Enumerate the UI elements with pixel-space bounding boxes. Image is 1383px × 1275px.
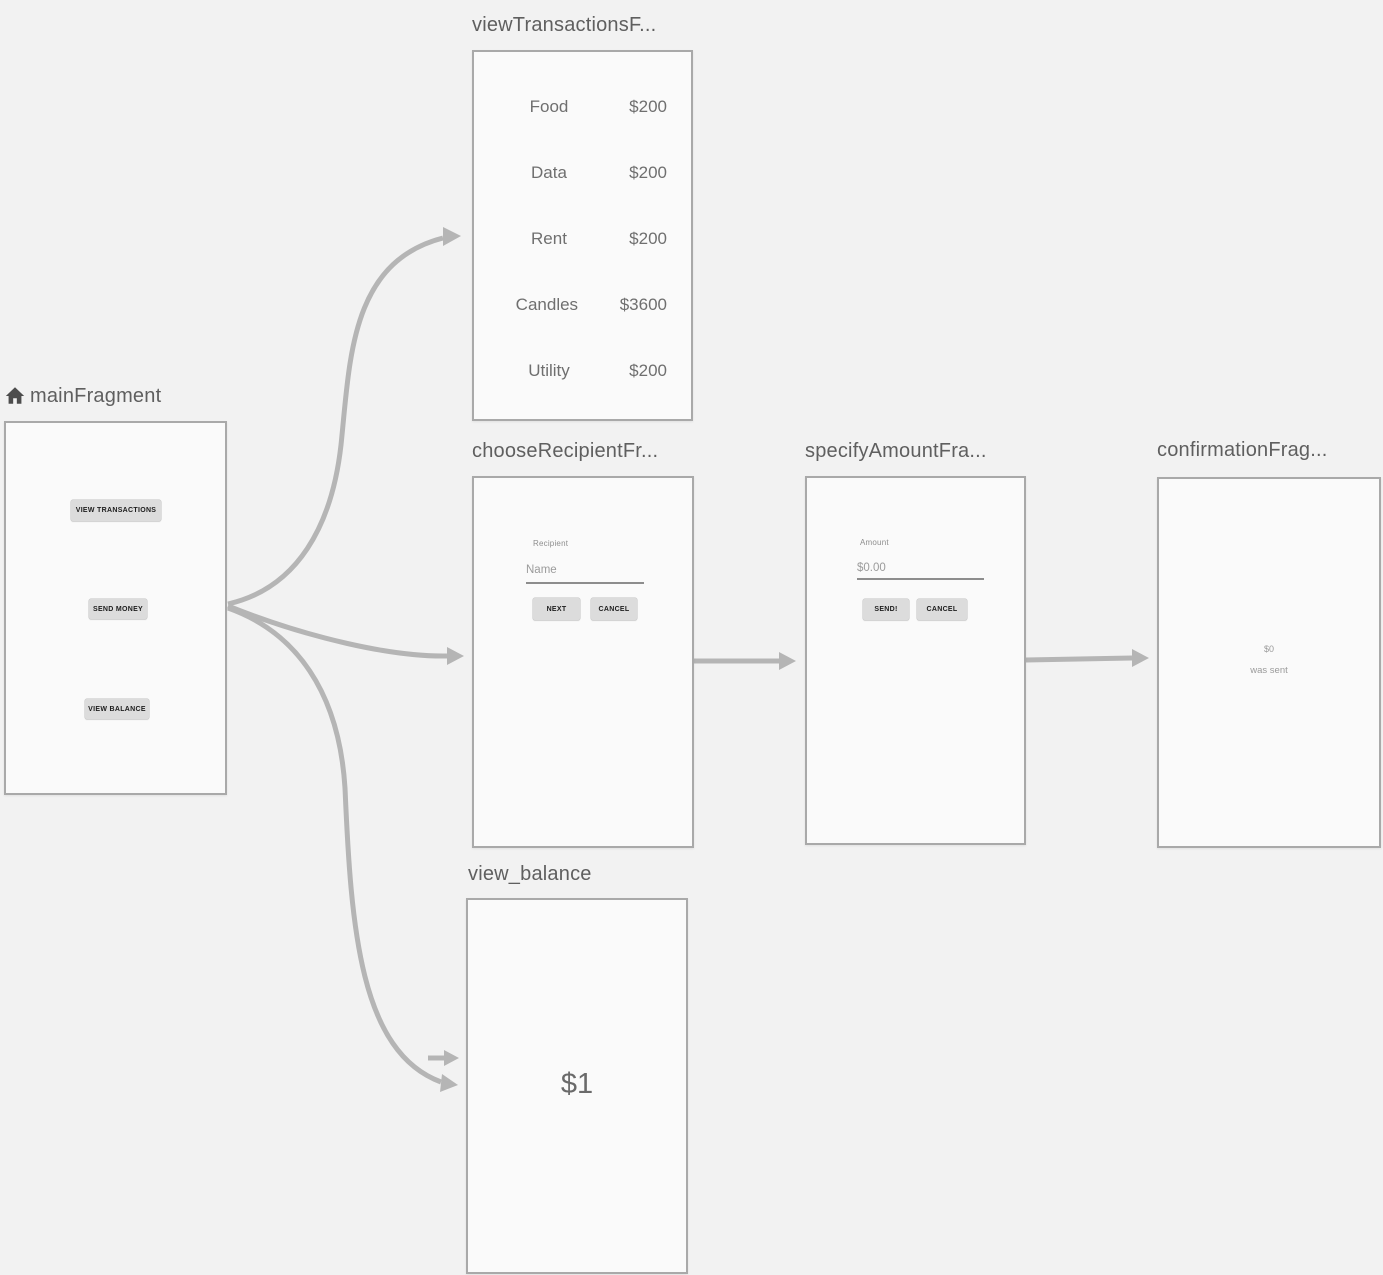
transaction-amount: $200 xyxy=(629,97,667,116)
transaction-amount: $200 xyxy=(629,229,667,248)
preview-cancel-button: CANCEL xyxy=(591,598,637,620)
fragment-title-label: confirmationFrag... xyxy=(1157,438,1328,461)
recipient-name-input: Name xyxy=(526,564,557,576)
recipient-field-label: Recipient xyxy=(533,539,569,548)
fragment-title-choose-recipient[interactable]: chooseRecipientFr... xyxy=(472,438,658,464)
action-stub-to-view-balance[interactable] xyxy=(428,1050,459,1066)
transaction-amount: $3600 xyxy=(619,295,667,314)
transaction-label: Candles xyxy=(515,295,579,314)
confirmation-amount-text: $0 xyxy=(1263,644,1274,654)
action-main-to-view-balance[interactable] xyxy=(227,605,458,1092)
input-underline xyxy=(857,578,984,580)
amount-field-label: Amount xyxy=(860,538,889,547)
action-main-to-view-transactions[interactable] xyxy=(227,227,461,607)
fragment-title-label: viewTransactionsF... xyxy=(472,13,657,36)
arrowhead-icon xyxy=(447,647,464,665)
input-underline xyxy=(526,582,644,584)
preview-send-money-button: SEND MONEY xyxy=(89,599,147,619)
action-main-to-choose-recipient[interactable] xyxy=(227,603,464,665)
fragment-card-view-transactions[interactable]: Food $200 Data $200 Rent $200 Candles $3… xyxy=(472,50,693,421)
transaction-row: Utility $200 xyxy=(474,338,691,404)
fragment-title-view-transactions[interactable]: viewTransactionsF... xyxy=(472,12,656,38)
amount-input: $0.00 xyxy=(857,562,886,574)
transaction-row: Rent $200 xyxy=(474,206,691,272)
confirmation-message-text: was sent xyxy=(1250,665,1288,676)
fragment-card-confirmation[interactable]: $0 was sent xyxy=(1157,477,1381,848)
preview-view-balance-button: VIEW BALANCE xyxy=(85,699,149,719)
transaction-list: Food $200 Data $200 Rent $200 Candles $3… xyxy=(474,74,691,404)
arrowhead-icon xyxy=(779,652,796,670)
fragment-title-specify-amount[interactable]: specifyAmountFra... xyxy=(805,438,987,464)
preview-next-button: NEXT xyxy=(533,598,580,620)
fragment-card-view-balance[interactable]: $1 xyxy=(466,898,688,1274)
fragment-title-label: specifyAmountFra... xyxy=(805,439,987,462)
transaction-amount: $200 xyxy=(629,361,667,380)
transaction-label: Food xyxy=(529,97,569,116)
fragment-title-main[interactable]: mainFragment xyxy=(4,383,161,409)
fragment-title-view-balance[interactable]: view_balance xyxy=(468,861,592,887)
transaction-row: Data $200 xyxy=(474,140,691,206)
fragment-title-label: mainFragment xyxy=(30,384,162,407)
preview-send-button: SEND! xyxy=(863,599,909,620)
transaction-label: Utility xyxy=(528,361,570,380)
arrowhead-icon xyxy=(440,1074,458,1092)
fragment-title-label: chooseRecipientFr... xyxy=(472,439,659,462)
arrowhead-icon xyxy=(443,227,461,246)
fragment-title-confirmation[interactable]: confirmationFrag... xyxy=(1157,437,1328,463)
transaction-label: Data xyxy=(531,163,567,182)
fragment-card-main[interactable]: VIEW TRANSACTIONS SEND MONEY VIEW BALANC… xyxy=(4,421,227,795)
home-icon xyxy=(5,387,25,404)
transaction-label: Rent xyxy=(531,229,567,248)
transaction-row: Food $200 xyxy=(474,74,691,140)
balance-amount-text: $1 xyxy=(560,1068,594,1100)
arrowhead-icon xyxy=(1132,649,1149,667)
arrowhead-icon xyxy=(444,1050,459,1066)
action-specify-amount-to-confirmation[interactable] xyxy=(1025,649,1149,667)
transaction-row: Candles $3600 xyxy=(474,272,691,338)
fragment-card-choose-recipient[interactable]: Recipient Name NEXT CANCEL xyxy=(472,476,694,848)
fragment-card-specify-amount[interactable]: Amount $0.00 SEND! CANCEL xyxy=(805,476,1026,845)
transaction-amount: $200 xyxy=(629,163,667,182)
fragment-title-label: view_balance xyxy=(468,862,592,885)
preview-view-transactions-button: VIEW TRANSACTIONS xyxy=(71,500,161,521)
action-choose-recipient-to-specify-amount[interactable] xyxy=(694,652,796,670)
preview-cancel-button: CANCEL xyxy=(917,599,967,620)
